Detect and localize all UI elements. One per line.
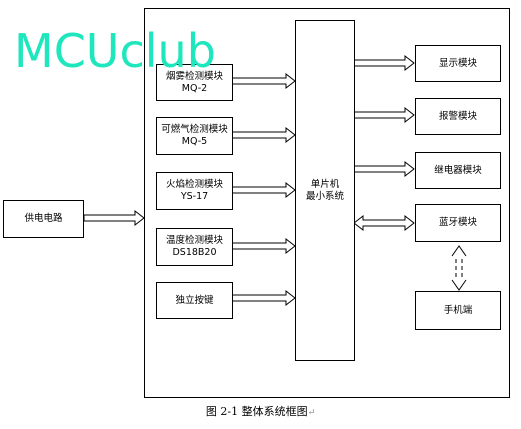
mcuclub-watermark: MCUclub: [14, 24, 216, 78]
phone-label: 手机端: [443, 304, 473, 316]
arrow-mcu-to-display: [353, 54, 415, 72]
bluetooth-module-block: 蓝牙模块: [415, 204, 501, 242]
arrow-temp-to-mcu: [231, 237, 296, 255]
temperature-sensor-model: DS18B20: [172, 247, 217, 258]
mcu-block: 单片机 最小系统: [295, 20, 355, 361]
mcu-label-line2: 最小系统: [305, 190, 344, 202]
flame-sensor-block: 火焰检测模块 YS-17: [156, 172, 233, 210]
button-block: 独立按键: [156, 282, 233, 319]
power-supply-block: 供电电路: [3, 200, 84, 238]
figure-caption-text: 图 2-1 整体系统框图: [205, 405, 308, 418]
arrow-mcu-to-relay: [353, 160, 415, 178]
phone-block: 手机端: [415, 291, 501, 330]
system-frame: [144, 8, 510, 398]
arrow-smoke-to-mcu: [231, 72, 296, 90]
flame-sensor-model: YS-17: [180, 191, 209, 202]
arrow-mcu-bluetooth-bidirectional: [353, 214, 415, 232]
relay-module-label: 继电器模块: [434, 164, 482, 176]
smoke-sensor-model: MQ-2: [181, 82, 208, 94]
paragraph-mark: ↵: [307, 408, 316, 418]
smoke-sensor-name: 烟雾检测模块: [165, 70, 223, 82]
arrow-mcu-to-alarm: [353, 106, 415, 124]
temperature-sensor-block: 温度检测模块 DS18B20: [156, 228, 233, 266]
arrow-power-to-system: [83, 209, 145, 227]
flame-sensor-name: 火焰检测模块: [165, 179, 223, 190]
alarm-module-block: 报警模块: [415, 98, 501, 135]
arrow-button-to-mcu: [231, 289, 296, 307]
arrow-gas-to-mcu: [231, 126, 296, 144]
display-module-block: 显示模块: [415, 45, 501, 82]
temperature-sensor-name: 温度检测模块: [165, 235, 223, 246]
gas-sensor-model: MQ-5: [181, 136, 208, 147]
gas-sensor-name: 可燃气检测模块: [161, 124, 228, 135]
link-bluetooth-phone-wireless: [451, 245, 467, 291]
relay-module-block: 继电器模块: [415, 152, 501, 189]
bluetooth-module-label: 蓝牙模块: [438, 217, 477, 228]
smoke-sensor-block: 烟雾检测模块 MQ-2: [156, 64, 233, 101]
mcu-label-line1: 单片机: [310, 178, 340, 190]
display-module-label: 显示模块: [438, 57, 477, 69]
alarm-module-label: 报警模块: [438, 110, 477, 122]
figure-caption: 图 2-1 整体系统框图↵: [0, 403, 521, 419]
gas-sensor-block: 可燃气检测模块 MQ-5: [156, 117, 233, 155]
power-supply-label: 供电电路: [24, 213, 63, 224]
arrow-flame-to-mcu: [231, 181, 296, 199]
button-label: 独立按键: [175, 294, 214, 306]
